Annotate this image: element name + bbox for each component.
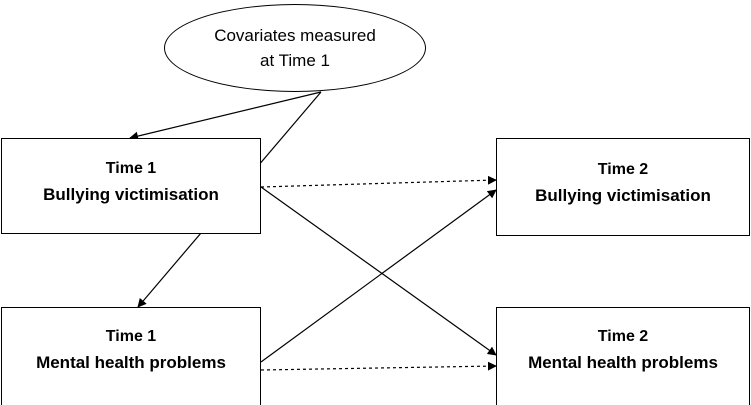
arrow-t1-mental-health-to-t2-mental-health [260,361,497,371]
arrow-covariates-to-t1-bullying [129,91,322,141]
arrow-t1-bullying-to-t2-bullying [260,175,497,188]
covariates-label-line2: at Time 1 [260,51,330,70]
t1-bullying-label: Bullying victimisation [43,185,219,204]
covariates-node: Covariates measured at Time 1 [164,4,426,92]
t1-bullying-time-label: Time 1 [105,160,157,177]
t2-mental-health-label: Mental health problems [528,353,718,372]
t2-bullying-node: Time 2 Bullying victimisation [496,138,750,236]
t2-mental-health-node: Time 2 Mental health problems [496,307,750,405]
arrow-t1-mental-health-to-t2-bullying [260,189,497,363]
t1-mental-health-time-label: Time 1 [105,328,157,345]
arrow-t1-bullying-to-t2-mental-health [260,186,497,356]
t2-mental-health-time-label: Time 2 [597,328,649,345]
t1-bullying-node: Time 1 Bullying victimisation [1,138,261,234]
t2-bullying-label: Bullying victimisation [535,186,711,205]
t1-mental-health-node: Time 1 Mental health problems [1,307,261,405]
t2-bullying-time-label: Time 2 [597,161,649,178]
t1-mental-health-label: Mental health problems [36,353,226,372]
covariates-label-line1: Covariates measured [214,26,376,45]
